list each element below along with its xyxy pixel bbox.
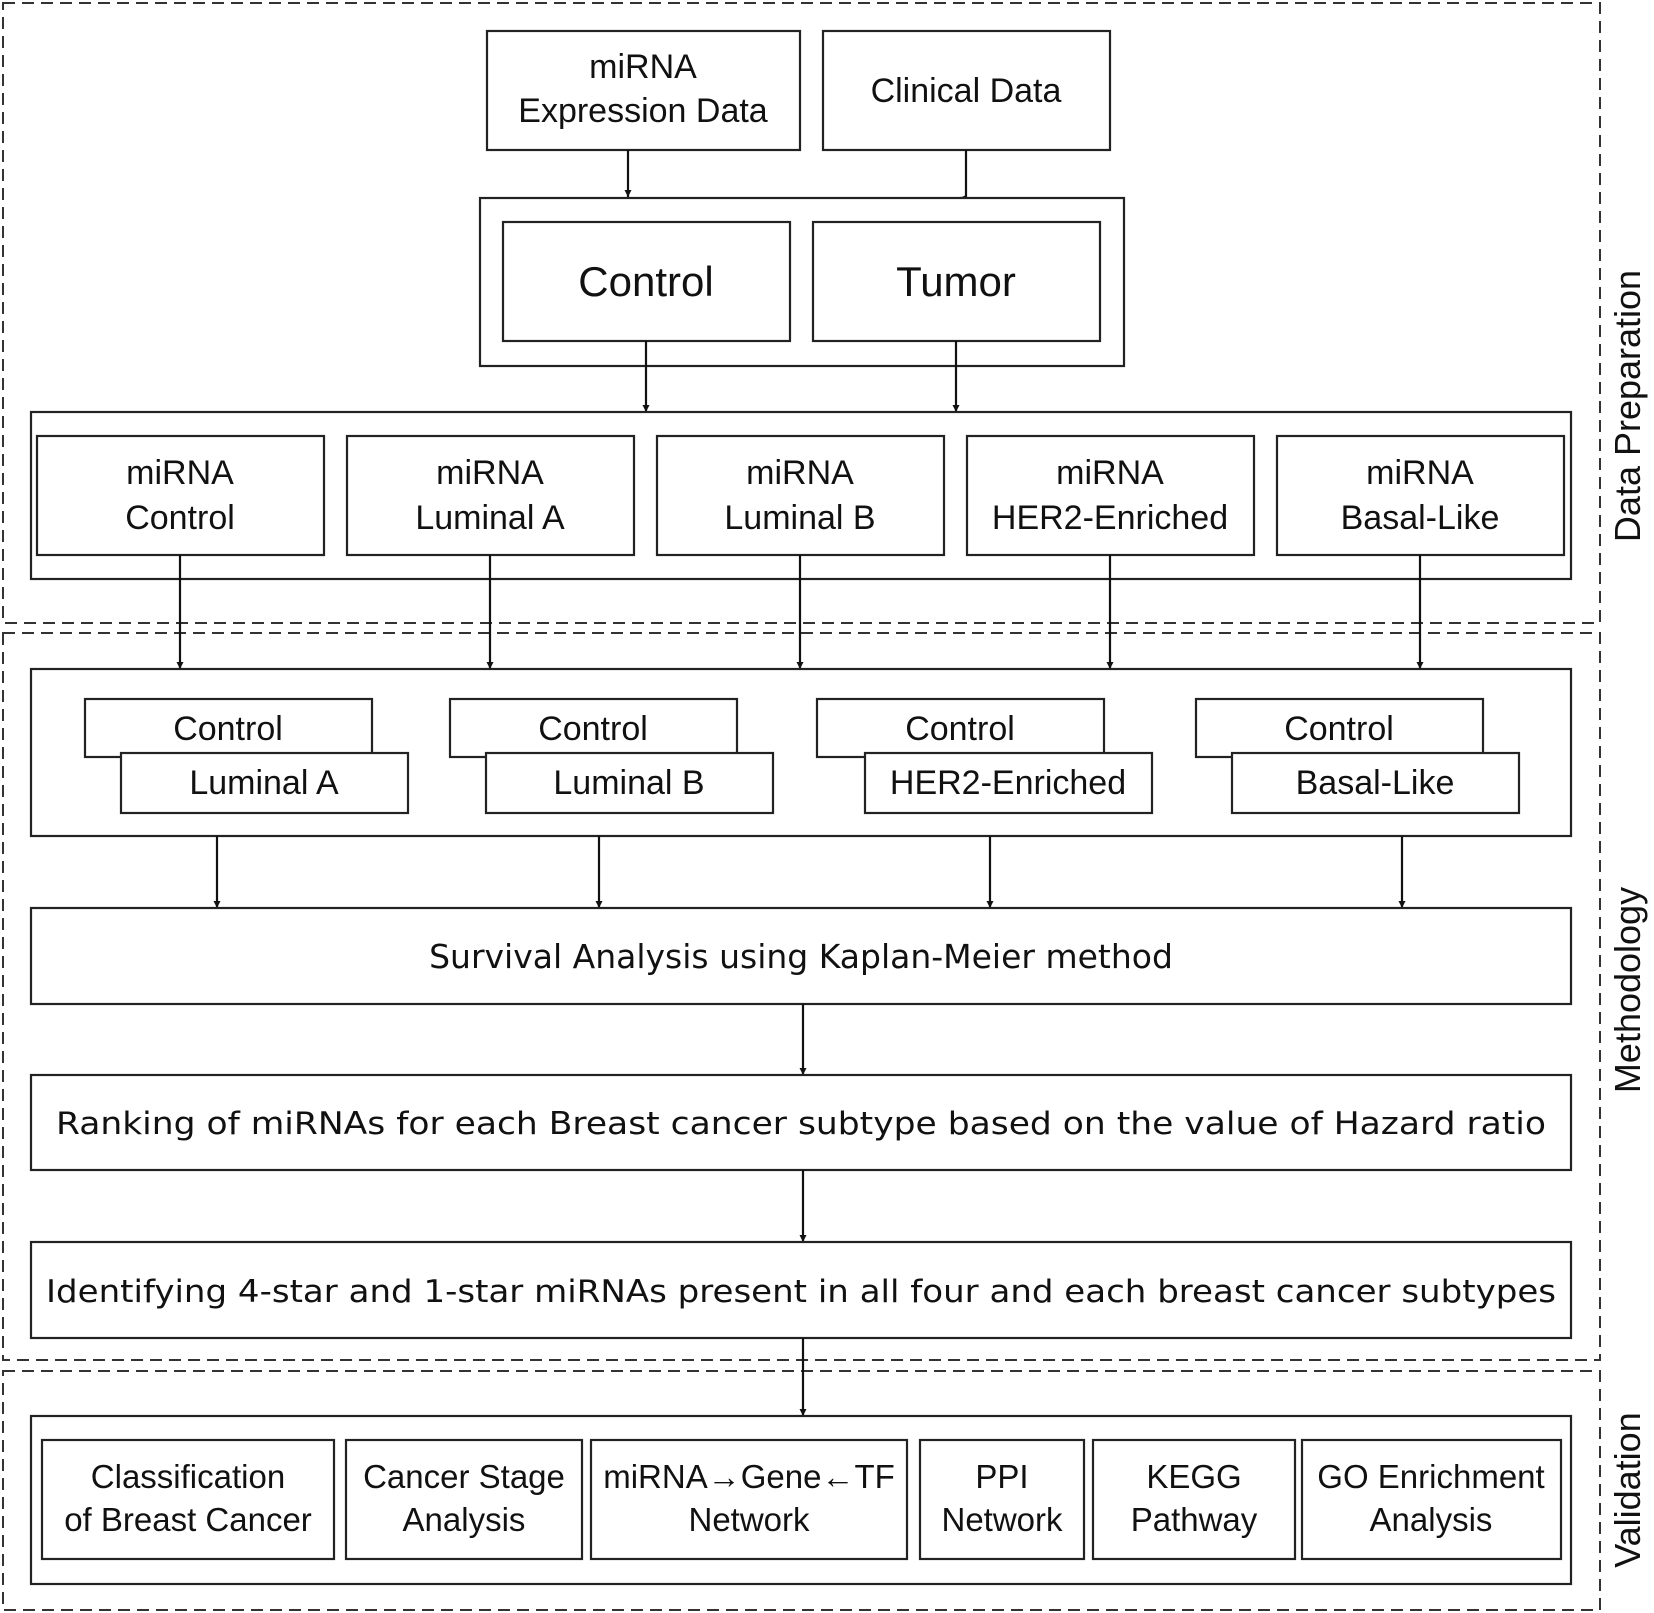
validation-label-cancer-stage-line2: Analysis (403, 1501, 526, 1538)
validation-label-go-enrichment-line1: GO Enrichment (1317, 1458, 1544, 1495)
validation-label-network-line1: miRNA→Gene←TF (603, 1458, 895, 1495)
comparison-back-label-luminal-a: Control (173, 710, 283, 748)
tumor-label: Tumor (896, 258, 1016, 305)
group-label-basal-like-line2: Basal-Like (1341, 499, 1500, 537)
group-label-luminal-a-line2: Luminal A (415, 499, 565, 537)
validation-box-go-enrichment (1300, 1438, 1563, 1561)
group-label-luminal-a-line1: miRNA (436, 454, 544, 492)
comparison-back-label-basal-like: Control (1284, 710, 1394, 748)
comparison-back-label-her2-enriched: Control (905, 710, 1015, 748)
validation-box-network (589, 1438, 909, 1561)
comparison-back-box-basal-like (1194, 697, 1485, 759)
group-label-her2-enriched-line2: HER2-Enriched (992, 499, 1228, 537)
group-label-her2-enriched-line1: miRNA (1056, 454, 1164, 492)
group-box-control (35, 434, 326, 557)
validation-label-ppi-line1: PPI (975, 1458, 1028, 1495)
survival-analysis-box (29, 906, 1573, 1006)
survival-analysis-label: Survival Analysis using Kaplan-Meier met… (429, 937, 1173, 976)
comparison-front-box-her2-enriched (863, 751, 1154, 815)
mirna-expression-label-line2: Expression Data (518, 92, 768, 130)
control-label: Control (578, 258, 713, 305)
comparison-front-label-luminal-a: Luminal A (189, 764, 339, 802)
comparison-front-box-basal-like (1230, 751, 1521, 815)
comparison-back-box-luminal-b (448, 697, 739, 759)
comparison-back-label-luminal-b: Control (538, 710, 648, 748)
mirna-expression-label-line1: miRNA (589, 48, 697, 86)
validation-label-network-line2: Network (688, 1501, 810, 1538)
section-methodology (2, 632, 1601, 1361)
validation-label-classification-line2: of Breast Cancer (64, 1501, 312, 1538)
clinical-data-box (821, 29, 1112, 152)
identifying-label: Identifying 4-star and 1-star miRNAs pre… (46, 1274, 1556, 1310)
tumor-box (811, 220, 1102, 343)
section-data-preparation (2, 2, 1601, 624)
ranking-box (29, 1073, 1573, 1172)
validation-box-cancer-stage (344, 1438, 584, 1561)
section-validation (2, 1370, 1601, 1611)
group-box-basal-like (1275, 434, 1566, 557)
mirna-expression-box (485, 29, 802, 152)
validation-label-ppi-line2: Network (941, 1501, 1063, 1538)
validation-box-classification (40, 1438, 336, 1561)
comparison-front-label-luminal-b: Luminal B (553, 764, 704, 802)
group-box-her2-enriched (965, 434, 1256, 557)
comparison-front-box-luminal-b (484, 751, 775, 815)
comparison-back-box-her2-enriched (815, 697, 1106, 759)
arrow-clinical-to-split (960, 150, 968, 202)
comparison-front-label-her2-enriched: HER2-Enriched (890, 764, 1126, 802)
comparison-front-label-basal-like: Basal-Like (1296, 764, 1455, 802)
validation-box-ppi (918, 1438, 1086, 1561)
control-box (501, 220, 792, 343)
clinical-data-label: Clinical Data (871, 72, 1062, 110)
group-label-control-line1: miRNA (126, 454, 234, 492)
identifying-box (29, 1240, 1573, 1340)
comparison-back-box-luminal-a (83, 697, 374, 759)
validation-box-kegg (1091, 1438, 1297, 1561)
validation-label-kegg-line1: KEGG (1146, 1458, 1241, 1495)
group-label-control-line2: Control (125, 499, 235, 537)
validation-label-classification-line1: Classification (91, 1458, 285, 1495)
validation-label-kegg-line2: Pathway (1131, 1501, 1258, 1538)
section-label-validation: Validation (1607, 1412, 1648, 1567)
comparison-front-box-luminal-a (119, 751, 410, 815)
section-label-methodology: Methodology (1607, 887, 1648, 1093)
group-label-luminal-b-line2: Luminal B (724, 499, 875, 537)
group-box-luminal-a (345, 434, 636, 557)
ranking-label: Ranking of miRNAs for each Breast cancer… (56, 1106, 1546, 1142)
validation-label-cancer-stage-line1: Cancer Stage (363, 1458, 565, 1495)
group-label-basal-like-line1: miRNA (1366, 454, 1474, 492)
section-label-data-preparation: Data Preparation (1607, 270, 1648, 542)
group-label-luminal-b-line1: miRNA (746, 454, 854, 492)
validation-label-go-enrichment-line2: Analysis (1370, 1501, 1493, 1538)
